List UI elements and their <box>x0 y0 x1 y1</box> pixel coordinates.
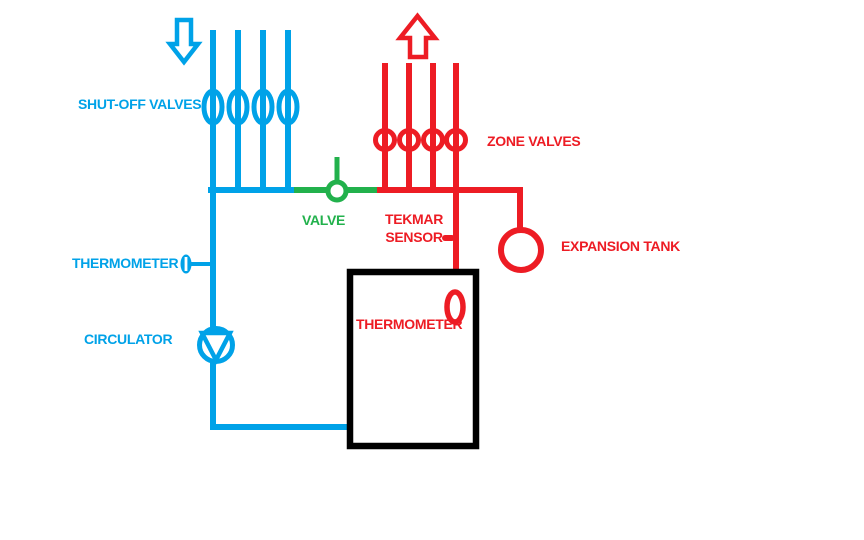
boiler-thermometer-label: THERMOMETER <box>356 316 463 332</box>
return-flow-down-arrow-icon <box>165 17 203 66</box>
expansion-tank-symbol <box>498 227 544 273</box>
circulator-impeller-triangle <box>198 330 234 365</box>
tekmar-sensor-label: TEKMAR SENSOR <box>383 210 445 246</box>
tekmar-sensor-label-line2: SENSOR <box>385 229 443 245</box>
zone-valves-label: ZONE VALVES <box>487 133 581 149</box>
valve-body <box>325 179 349 203</box>
supply-flow-up-arrow-icon <box>395 12 440 60</box>
boiler-thermometer-symbol <box>444 289 466 325</box>
shut-off-valves-label: SHUT-OFF VALVES <box>78 96 202 112</box>
zone-valves-group <box>373 128 468 152</box>
expansion-tank-label: EXPANSION TANK <box>561 238 680 254</box>
circulator-pump-symbol <box>197 326 235 365</box>
valve-label: VALVE <box>302 212 346 228</box>
tekmar-sensor-label-line1: TEKMAR <box>384 211 444 227</box>
circulator-label: CIRCULATOR <box>84 331 173 347</box>
return-thermometer-symbol <box>180 254 192 274</box>
return-thermometer-slit <box>184 257 188 271</box>
return-thermometer-label: THERMOMETER <box>72 255 179 271</box>
shut-off-valves-group <box>201 88 300 126</box>
mixing-valve-section <box>294 157 378 203</box>
